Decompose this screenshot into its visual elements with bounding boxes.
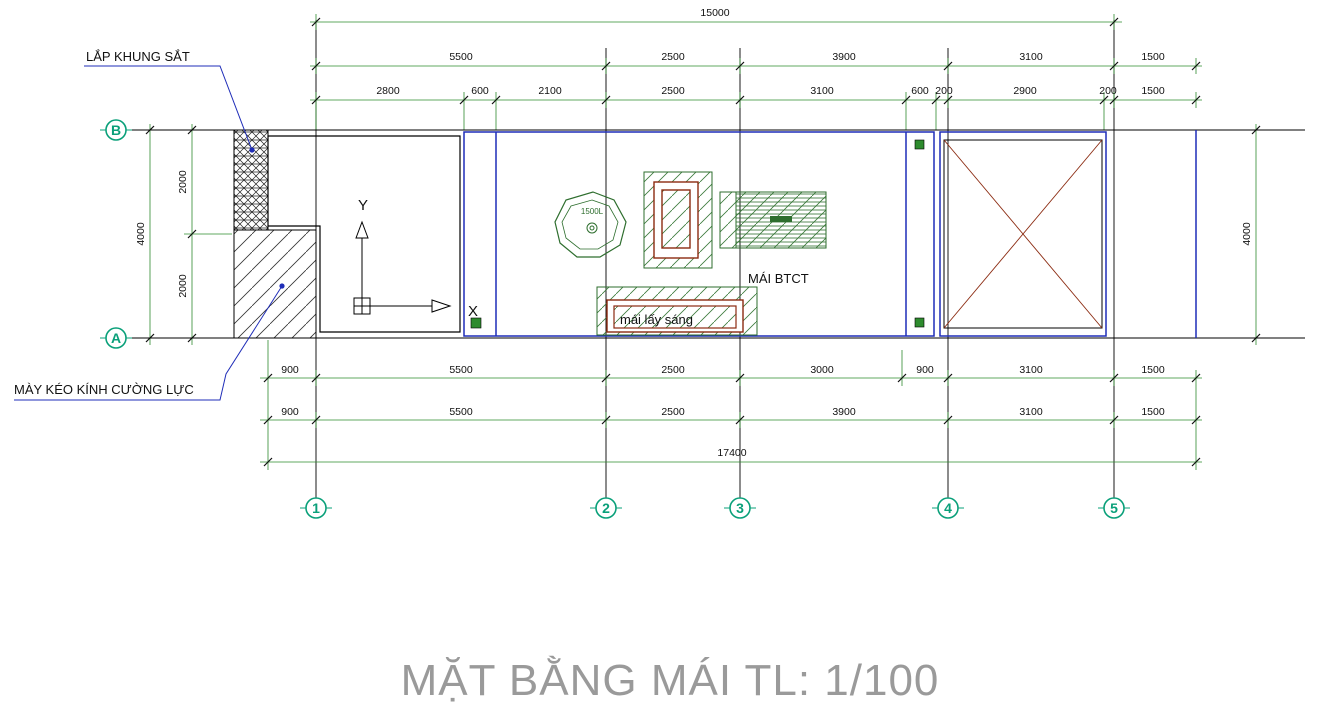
ucs-y-label: Y — [358, 197, 368, 214]
top-dimension-text: 15000 5500 2500 3900 3100 1500 2800 600 … — [376, 7, 1165, 97]
column-square — [914, 317, 925, 328]
dim-top-r2-10: 1500 — [1141, 85, 1165, 97]
dim-bot-r1-6: 3100 — [1019, 364, 1043, 376]
dim-left-lower: 2000 — [177, 274, 189, 298]
dim-bot-r2-6: 1500 — [1141, 406, 1165, 418]
axis-bubble-A: A — [100, 327, 132, 349]
dim-top-r1-5: 1500 — [1141, 51, 1165, 63]
leader-dot — [279, 283, 285, 289]
dim-bot-r1-1: 900 — [281, 364, 299, 376]
skylight-label: mái lấy sáng — [620, 312, 693, 327]
drawing-title: MẶT BẰNG MÁI TL: 1/100 — [400, 656, 940, 705]
side-dimension-text: 4000 2000 2000 4000 — [135, 170, 1253, 298]
axis-label-1: 1 — [312, 500, 320, 516]
bottom-dimension-text: 900 5500 2500 3000 900 3100 1500 900 550… — [281, 364, 1165, 459]
axis-bubble-2: 2 — [590, 497, 622, 519]
axis-label-B: B — [111, 122, 121, 138]
axis-label-4: 4 — [944, 500, 952, 516]
leader-dot — [249, 147, 255, 153]
dim-bot-total: 17400 — [717, 447, 746, 459]
axis-bubble-5: 5 — [1098, 497, 1130, 519]
dim-right-total: 4000 — [1241, 222, 1253, 246]
dim-bot-r2-1: 900 — [281, 406, 299, 418]
dim-bot-r1-7: 1500 — [1141, 364, 1165, 376]
axis-bubble-1: 1 — [300, 497, 332, 519]
dim-bot-r2-2: 5500 — [449, 406, 473, 418]
ucs-x-label: X — [468, 303, 478, 320]
dim-bot-r1-4: 3000 — [810, 364, 834, 376]
dim-bot-r1-2: 5500 — [449, 364, 473, 376]
leaders — [14, 65, 283, 401]
iron-frame-hatch — [233, 129, 269, 231]
dim-top-r1-3: 3900 — [832, 51, 856, 63]
rc-roof-label: MÁI BTCT — [748, 271, 809, 286]
dim-left-total: 4000 — [135, 222, 147, 246]
dim-top-r2-7: 200 — [935, 85, 953, 97]
axis-bubble-3: 3 — [724, 497, 756, 519]
dim-bot-r2-5: 3100 — [1019, 406, 1043, 418]
dim-top-r2-6: 600 — [911, 85, 929, 97]
axis-row-lines — [130, 129, 1305, 339]
dim-bot-r2-3: 2500 — [661, 406, 685, 418]
solar-panel — [719, 191, 827, 249]
tank-label: 1500L — [581, 207, 604, 216]
bottom-dimension-ticks — [263, 373, 1201, 467]
dim-top-r2-9: 200 — [1099, 85, 1117, 97]
dim-top-total: 15000 — [700, 7, 729, 19]
glass-puller-label: MÀY KÉO KÍNH CƯỜNG LỰC — [14, 382, 194, 397]
axis-label-2: 2 — [602, 500, 610, 516]
dim-top-r2-5: 3100 — [810, 85, 834, 97]
vent-box — [643, 171, 713, 269]
dim-top-r2-2: 600 — [471, 85, 489, 97]
dim-top-r2-8: 2900 — [1013, 85, 1037, 97]
dim-top-r1-2: 2500 — [661, 51, 685, 63]
dim-top-r2-1: 2800 — [376, 85, 400, 97]
axis-label-A: A — [111, 330, 121, 346]
dim-top-r2-3: 2100 — [538, 85, 562, 97]
axis-label-3: 3 — [736, 500, 744, 516]
dim-bot-r1-5: 900 — [916, 364, 934, 376]
water-tank: 1500L — [554, 191, 627, 258]
grid-lines — [315, 20, 1115, 500]
dim-top-r1-4: 3100 — [1019, 51, 1043, 63]
ucs-icon — [353, 220, 452, 315]
stair-void — [943, 139, 1103, 329]
column-square — [470, 317, 482, 329]
skylight: mái lấy sáng — [596, 286, 758, 336]
dim-left-upper: 2000 — [177, 170, 189, 194]
axis-bubbles: 1 2 3 4 5 B A — [100, 119, 1130, 519]
dim-bot-r1-3: 2500 — [661, 364, 685, 376]
glass-area-hatch — [233, 229, 317, 339]
top-dimensions — [310, 14, 1202, 130]
axis-label-5: 5 — [1110, 500, 1118, 516]
dim-top-r1-1: 5500 — [449, 51, 473, 63]
dim-top-r2-4: 2500 — [661, 85, 685, 97]
bottom-dimensions — [260, 340, 1202, 470]
axis-bubble-B: B — [100, 119, 132, 141]
top-dimension-ticks — [311, 17, 1201, 105]
iron-frame-label: LẮP KHUNG SẮT — [86, 49, 190, 64]
rc-roof-area — [463, 130, 1197, 338]
dim-bot-r2-4: 3900 — [832, 406, 856, 418]
axis-bubble-4: 4 — [932, 497, 964, 519]
column-square — [914, 139, 925, 150]
